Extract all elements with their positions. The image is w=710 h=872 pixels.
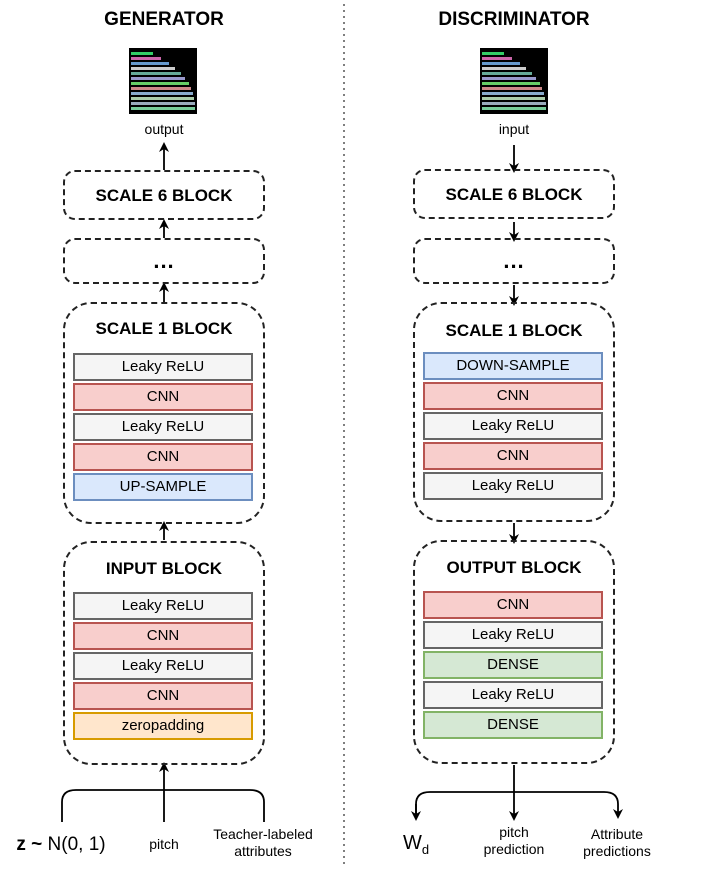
discriminator-output-layer-5: DENSE	[423, 711, 603, 739]
discriminator-output-layer-4: Leaky ReLU	[423, 681, 603, 709]
generator-scale1-block: SCALE 1 BLOCK	[63, 302, 265, 524]
pitch-prediction-line-1: pitch	[499, 824, 529, 840]
generator-input-pitch: pitch	[149, 836, 179, 852]
discriminator-scale1-title: SCALE 1 BLOCK	[445, 321, 583, 340]
generator-ellipsis: ...	[153, 248, 175, 273]
discriminator-input-spectrogram	[480, 48, 548, 114]
generator-input-block: INPUT BLOCK	[63, 541, 265, 765]
generator-input-layer-5: zeropadding	[73, 712, 253, 740]
generator-input-noise: z ~ N(0, 1)	[6, 834, 116, 856]
discriminator-ellipsis-block: ...	[413, 238, 615, 284]
attributes-line-2: attributes	[234, 843, 292, 859]
wd-subscript: d	[421, 842, 430, 857]
wd-main: W	[402, 832, 422, 854]
discriminator-input-label: input	[498, 121, 530, 137]
generator-scale1-title: SCALE 1 BLOCK	[95, 319, 233, 338]
generator-input-layer-2: CNN	[73, 622, 253, 650]
generator-ellipsis-block: ...	[63, 238, 265, 284]
discriminator-scale6-title: SCALE 6 BLOCK	[445, 185, 583, 204]
generator-scale6-block: SCALE 6 BLOCK	[63, 170, 265, 220]
generator-input-layer-1: Leaky ReLU	[73, 592, 253, 620]
disc-output-brace	[415, 791, 623, 819]
attribute-predictions-line-2: predictions	[583, 843, 651, 859]
discriminator-scale1-layer-3: Leaky ReLU	[423, 412, 603, 440]
discriminator-scale6-block: SCALE 6 BLOCK	[413, 169, 615, 219]
generator-scale6-title: SCALE 6 BLOCK	[95, 186, 233, 205]
discriminator-output-block-title: OUTPUT BLOCK	[446, 558, 582, 577]
discriminator-output-layer-3: DENSE	[423, 651, 603, 679]
discriminator-output-wd: Wd	[388, 831, 444, 862]
discriminator-scale1-layer-2: CNN	[423, 382, 603, 410]
noise-symbol: z ~	[16, 834, 43, 855]
discriminator-scale1-layer-4: CNN	[423, 442, 603, 470]
discriminator-ellipsis: ...	[503, 248, 525, 273]
discriminator-scale1-layer-5: Leaky ReLU	[423, 472, 603, 500]
discriminator-output-layer-1: CNN	[423, 591, 603, 619]
generator-title: GENERATOR	[104, 9, 224, 30]
generator-output-label: output	[144, 121, 184, 137]
generator-input-layer-4: CNN	[73, 682, 253, 710]
pitch-prediction-line-2: prediction	[483, 841, 545, 857]
generator-scale1-layer-2: CNN	[73, 383, 253, 411]
generator-input-block-title: INPUT BLOCK	[105, 559, 223, 578]
discriminator-output-block: OUTPUT BLOCK	[413, 540, 615, 764]
generator-input-layer-3: Leaky ReLU	[73, 652, 253, 680]
discriminator-title: DISCRIMINATOR	[438, 9, 590, 30]
generator-scale1-layer-4: CNN	[73, 443, 253, 471]
discriminator-scale1-block: SCALE 1 BLOCK	[413, 302, 615, 522]
noise-distribution: N(0, 1)	[42, 834, 106, 855]
generator-input-attributes: Teacher-labeled attributes	[198, 826, 328, 860]
generator-output-spectrogram	[129, 48, 197, 114]
discriminator-output-pitch: pitch prediction	[466, 824, 562, 858]
attributes-line-1: Teacher-labeled	[213, 826, 313, 842]
discriminator-scale1-layer-1: DOWN-SAMPLE	[423, 352, 603, 380]
discriminator-output-attributes: Attribute predictions	[566, 826, 668, 860]
attribute-predictions-line-1: Attribute	[590, 826, 644, 842]
generator-scale1-layer-1: Leaky ReLU	[73, 353, 253, 381]
discriminator-output-layer-2: Leaky ReLU	[423, 621, 603, 649]
generator-scale1-layer-5: UP-SAMPLE	[73, 473, 253, 501]
gen-input-brace	[61, 789, 265, 822]
generator-scale1-layer-3: Leaky ReLU	[73, 413, 253, 441]
